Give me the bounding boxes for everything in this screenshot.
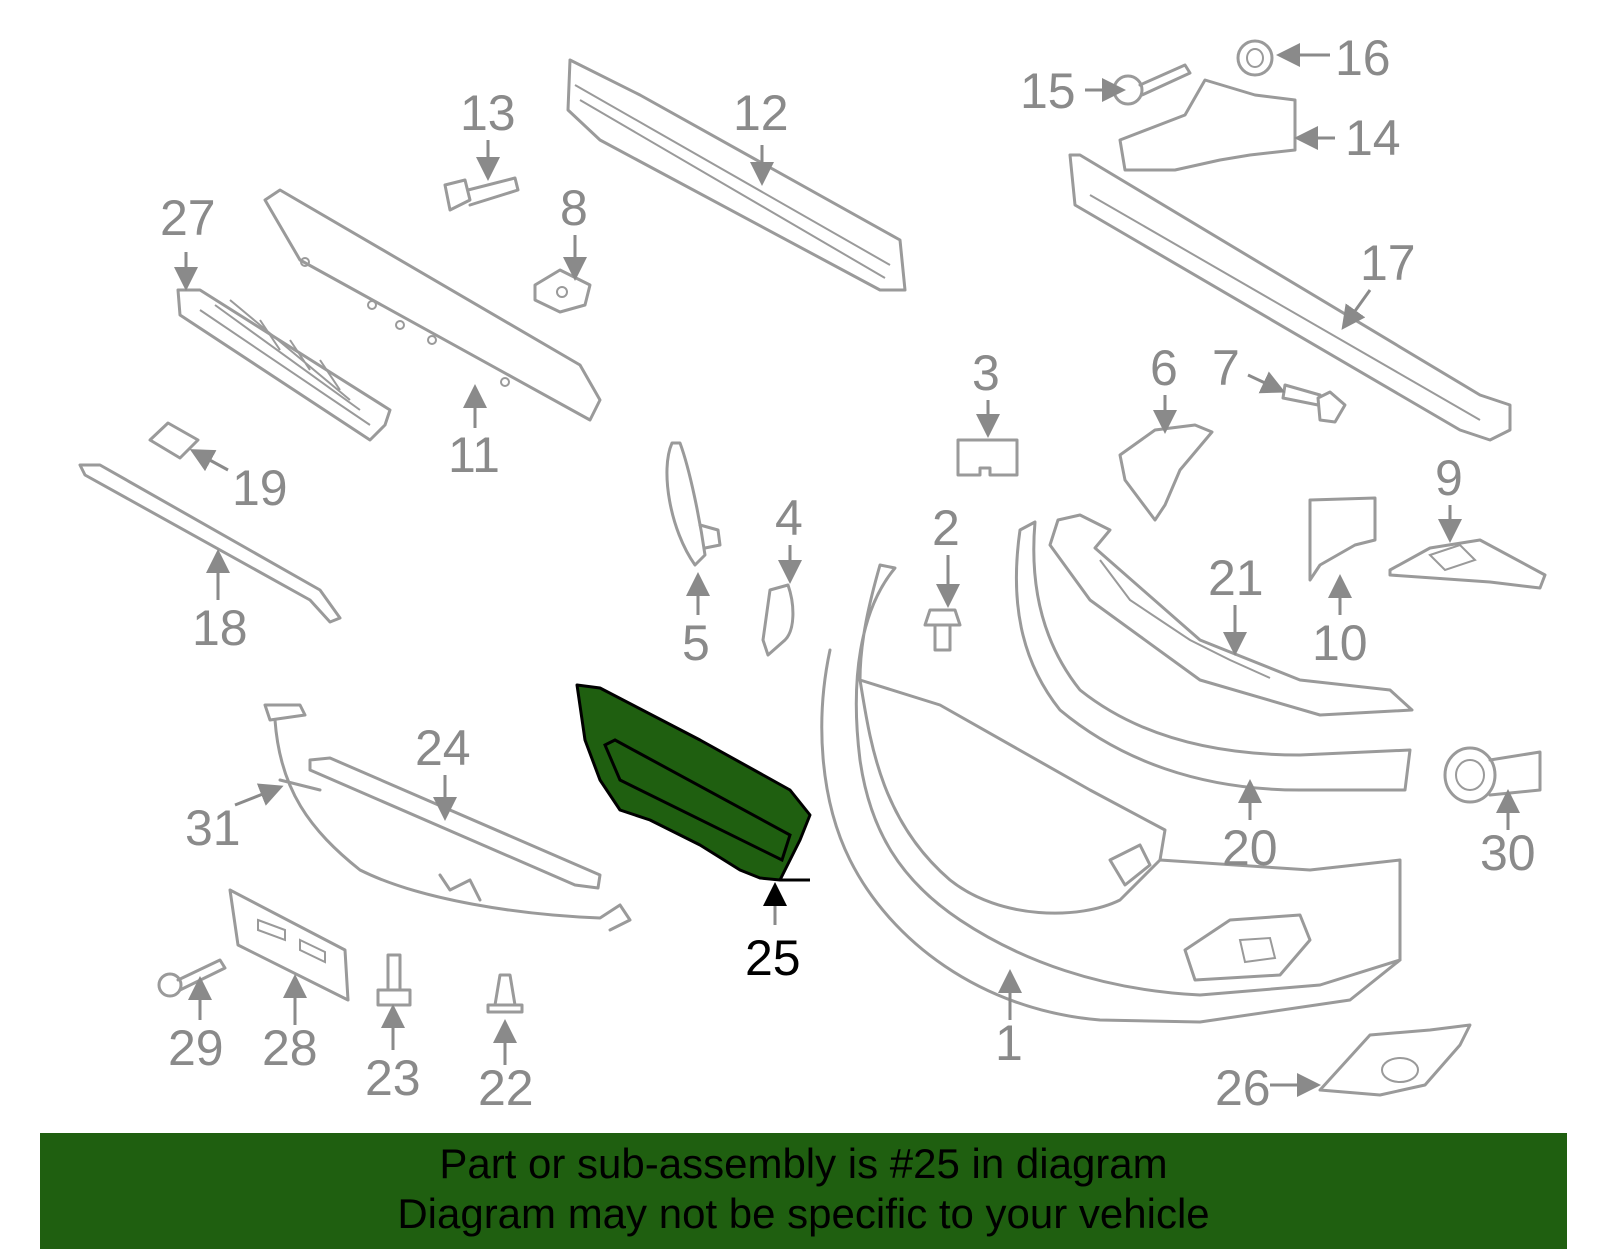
callout-8: 8 bbox=[560, 180, 588, 236]
part-2-push-clip[interactable] bbox=[923, 608, 962, 652]
leader-lines bbox=[174, 43, 1520, 1097]
callout-10: 10 bbox=[1312, 615, 1368, 671]
callout-2: 2 bbox=[932, 500, 960, 556]
callout-9: 9 bbox=[1435, 450, 1463, 506]
callout-18: 18 bbox=[192, 600, 248, 656]
callout-20: 20 bbox=[1222, 820, 1278, 876]
callout-17: 17 bbox=[1360, 235, 1416, 291]
part-15-screw[interactable] bbox=[1112, 63, 1192, 106]
callout-27: 27 bbox=[160, 190, 216, 246]
part-14-side-bracket[interactable] bbox=[1118, 78, 1297, 172]
part-19-pad[interactable] bbox=[148, 421, 200, 460]
banner-text-disclaimer: Diagram may not be specific to your vehi… bbox=[397, 1190, 1210, 1237]
part-30-parking-sensor[interactable] bbox=[1443, 746, 1542, 804]
part-21-lower-grille[interactable] bbox=[1048, 513, 1414, 717]
callout-15: 15 bbox=[1020, 63, 1076, 119]
callout-14: 14 bbox=[1345, 110, 1401, 166]
callout-31: 31 bbox=[185, 800, 241, 856]
part-13-bolt[interactable] bbox=[443, 176, 520, 212]
callout-labels: 1 2 3 4 5 6 7 8 9 10 11 12 13 14 15 16 1… bbox=[160, 30, 1536, 1116]
part-29-bolt[interactable] bbox=[157, 958, 227, 998]
callout-21: 21 bbox=[1208, 550, 1264, 606]
part-18-trim-strip[interactable] bbox=[78, 463, 342, 624]
part-11-grille-support[interactable] bbox=[263, 188, 602, 422]
callout-22: 22 bbox=[478, 1060, 534, 1116]
info-banner: Part or sub-assembly is #25 in diagram D… bbox=[40, 1133, 1567, 1249]
part-8-clip-nut[interactable] bbox=[533, 268, 592, 314]
part-16-grommet[interactable] bbox=[1236, 39, 1274, 77]
callout-13: 13 bbox=[460, 85, 516, 141]
part-6-bracket[interactable] bbox=[1118, 423, 1214, 522]
part-17-energy-absorber[interactable] bbox=[1068, 153, 1512, 442]
part-1-bumper-cover[interactable] bbox=[820, 563, 1402, 1024]
callout-11: 11 bbox=[448, 427, 500, 483]
part-9-side-trim[interactable] bbox=[1388, 538, 1547, 590]
part-5-cover[interactable] bbox=[665, 441, 722, 567]
callout-4: 4 bbox=[775, 490, 803, 546]
callout-5: 5 bbox=[682, 615, 710, 671]
callout-1: 1 bbox=[995, 1015, 1023, 1071]
part-27-grille-mesh[interactable] bbox=[176, 288, 392, 442]
part-7-bolt[interactable] bbox=[1281, 383, 1347, 424]
part-31-wiring-harness[interactable] bbox=[263, 703, 632, 932]
callout-28: 28 bbox=[262, 1020, 318, 1076]
part-12-reinforcement-beam[interactable] bbox=[566, 58, 907, 292]
callout-6: 6 bbox=[1150, 340, 1178, 396]
callout-24: 24 bbox=[415, 720, 471, 776]
part-23-bolt[interactable] bbox=[376, 953, 412, 1007]
part-26-fog-bezel[interactable] bbox=[1318, 1023, 1472, 1097]
callout-23: 23 bbox=[365, 1050, 421, 1106]
callout-19: 19 bbox=[232, 460, 288, 516]
callout-16: 16 bbox=[1335, 30, 1391, 86]
banner-text-part-number: Part or sub-assembly is #25 in diagram bbox=[439, 1140, 1168, 1187]
callout-25: 25 bbox=[745, 930, 801, 986]
callout-29: 29 bbox=[168, 1020, 224, 1076]
callout-26: 26 bbox=[1215, 1060, 1271, 1116]
part-25-lower-grille-panel[interactable] bbox=[575, 683, 812, 882]
part-4-trim-piece[interactable] bbox=[761, 583, 795, 657]
part-3-bracket[interactable] bbox=[956, 438, 1019, 477]
part-10-bracket[interactable] bbox=[1308, 496, 1377, 582]
callout-30: 30 bbox=[1480, 825, 1536, 881]
callout-3: 3 bbox=[972, 345, 1000, 401]
callout-12: 12 bbox=[733, 85, 789, 141]
part-28-plate[interactable] bbox=[228, 888, 350, 1002]
callout-7: 7 bbox=[1212, 340, 1240, 396]
part-20-lower-valance[interactable] bbox=[1014, 520, 1412, 792]
part-24-trim-strip[interactable] bbox=[308, 756, 602, 890]
part-22-push-pin[interactable] bbox=[486, 973, 524, 1014]
